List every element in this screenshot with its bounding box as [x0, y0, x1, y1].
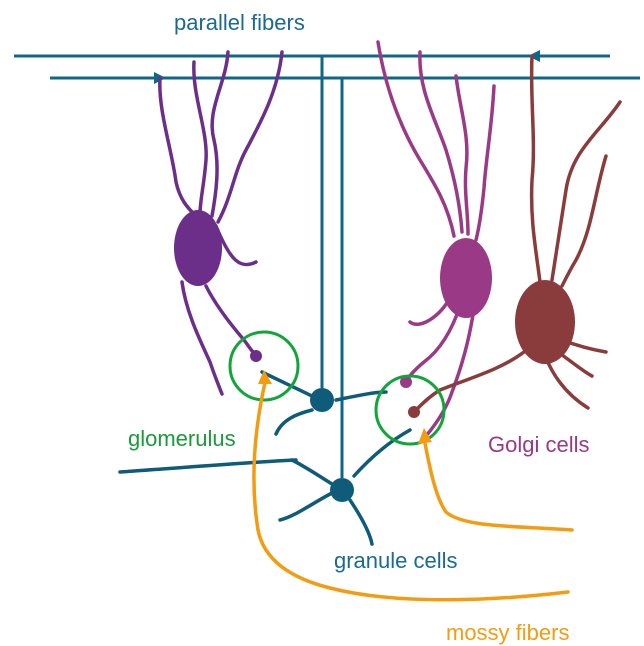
golgi-cell-left [160, 52, 282, 394]
golgi-right-dendrite [532, 56, 540, 282]
granule-cell-lower [330, 478, 354, 502]
granule-dendrite [276, 410, 312, 434]
parallel-fibers [14, 56, 640, 78]
golgi-right-axon [416, 352, 524, 410]
golgi-left-dendrite [194, 62, 206, 214]
golgi-left-terminal [250, 350, 262, 362]
granule-cell-axons [322, 56, 342, 478]
granule-dendrite [354, 430, 410, 476]
granule-input-fiber [120, 460, 296, 472]
golgi-cell-right [416, 56, 620, 410]
golgi-right-dendrite [558, 352, 592, 376]
golgi-right-dendrite [546, 358, 588, 408]
golgi-left-axon [206, 286, 256, 354]
granule-dendrite [262, 372, 316, 398]
golgi-left-soma [174, 210, 222, 286]
granule-dendrite [280, 492, 334, 520]
golgi-right-terminal [408, 406, 420, 418]
golgi-left-dendrite [160, 78, 194, 214]
label-glomerulus: glomerulus [128, 426, 236, 451]
label-golgi-cells: Golgi cells [488, 432, 589, 457]
golgi-right-dendrite [552, 102, 620, 280]
granule-cell-upper [310, 388, 334, 412]
golgi-mid-dendrite [476, 86, 494, 240]
golgi-mid-axon [410, 298, 450, 324]
golgi-left-axon [182, 282, 222, 394]
golgi-middle-soma [440, 238, 492, 318]
label-mossy-fibers: mossy fibers [446, 620, 569, 645]
golgi-right-soma [515, 280, 575, 364]
granule-cell-dendrites [120, 372, 410, 544]
granule-dendrite [292, 460, 332, 484]
golgi-left-dendrite [216, 226, 256, 265]
parallel-fiber-arrowhead-right [528, 50, 540, 62]
label-parallel-fibers: parallel fibers [174, 10, 305, 35]
label-granule-cells: granule cells [334, 548, 458, 573]
golgi-mid-dendrite [456, 76, 468, 234]
granule-dendrite [350, 500, 372, 544]
